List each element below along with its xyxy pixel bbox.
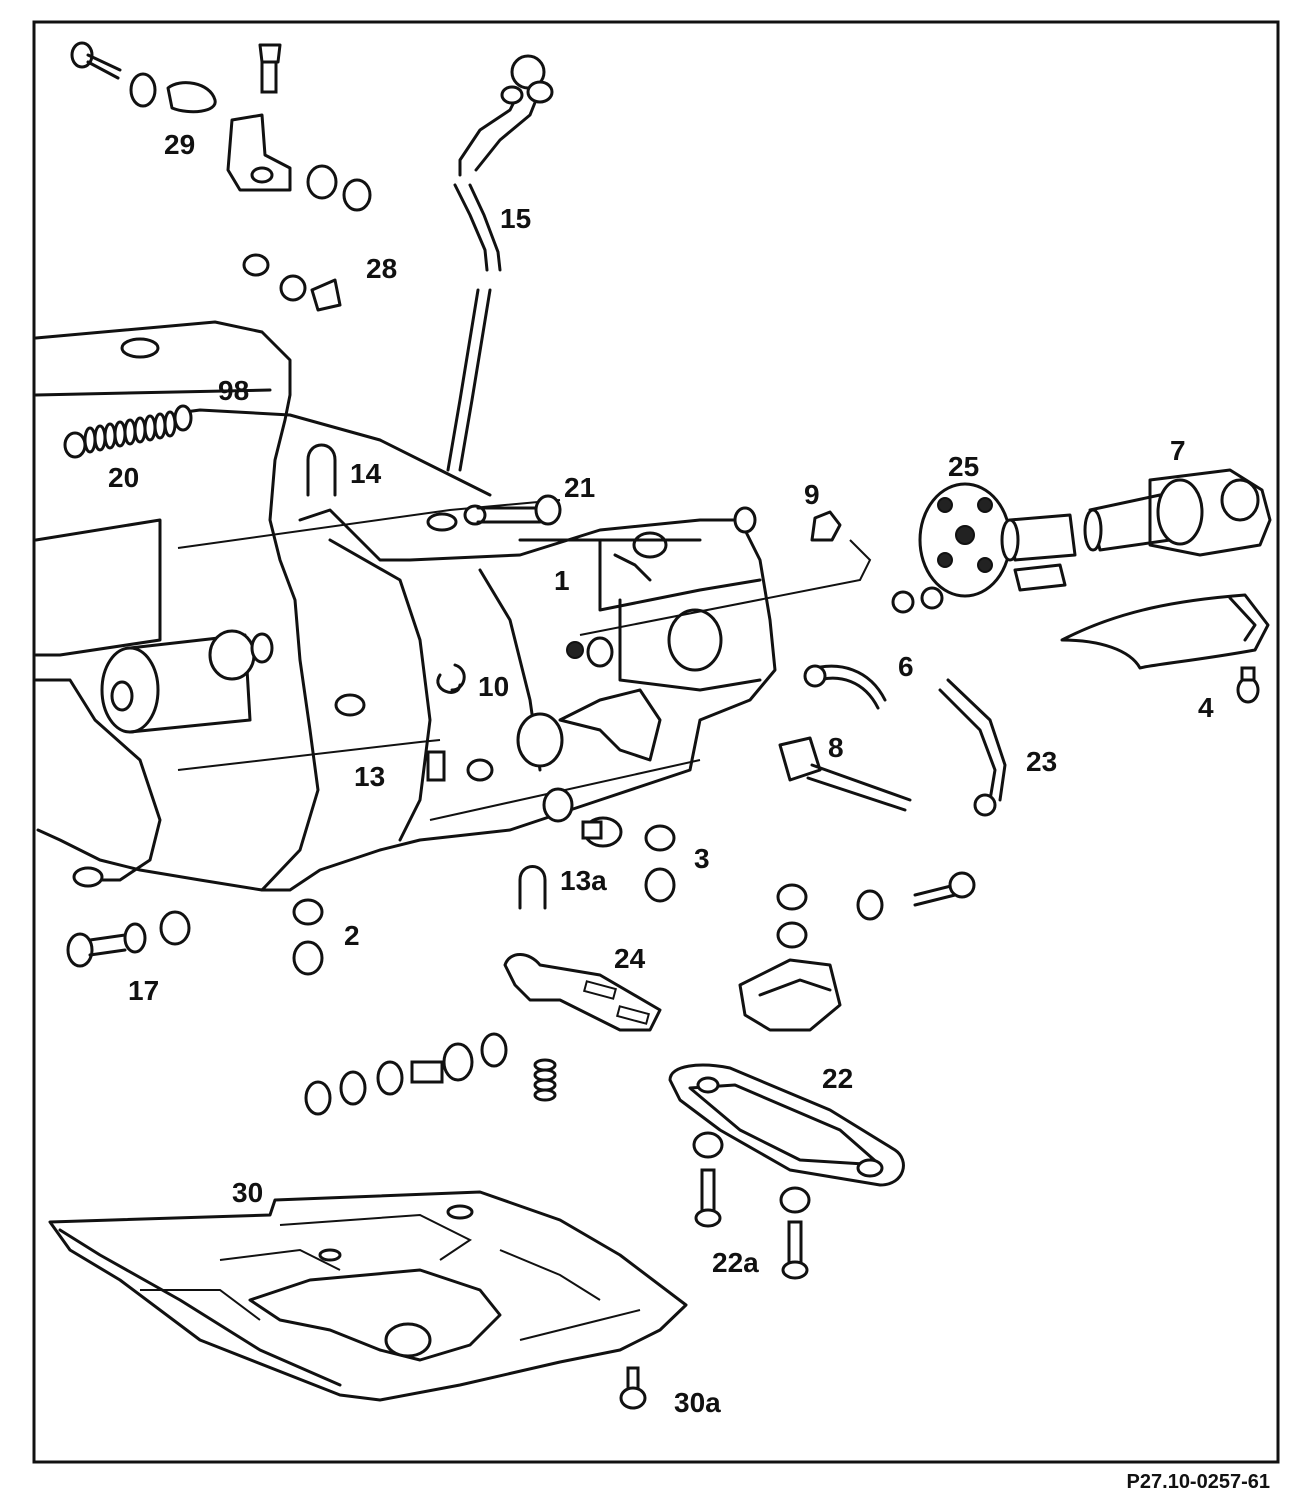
callout-23: 23: [1026, 746, 1057, 777]
rubber-mount: [542, 787, 676, 903]
callout-24: 24: [614, 943, 646, 974]
callout-13a: 13a: [560, 865, 607, 896]
callout-3: 3: [694, 843, 710, 874]
callout-10: 10: [478, 671, 509, 702]
callout-20: 20: [108, 462, 139, 493]
callout-22a: 22a: [712, 1247, 759, 1278]
callout-4: 4: [1198, 692, 1214, 723]
callout-7: 7: [1170, 435, 1186, 466]
engine-mount: [738, 871, 976, 1032]
throttle-cable: [63, 404, 492, 497]
callout-28: 28: [366, 253, 397, 284]
callout-2: 2: [344, 920, 360, 951]
callout-98: 98: [218, 375, 249, 406]
heat-shield: [1060, 593, 1270, 704]
small-bracket: [810, 510, 842, 542]
rubber-mount: [292, 898, 324, 926]
u-clip: [306, 443, 337, 497]
diagram-frame: [32, 20, 1280, 1464]
hose: [946, 678, 1007, 802]
underbody-panel: [48, 1190, 688, 1402]
callout-15: 15: [500, 203, 531, 234]
callout-17: 17: [128, 975, 159, 1006]
hose-fitting: [803, 664, 827, 688]
bolt-with-washer: [692, 1131, 724, 1228]
callout-14: 14: [350, 458, 382, 489]
callout-30: 30: [232, 1177, 263, 1208]
callout-1: 1: [554, 565, 570, 596]
callout-21: 21: [564, 472, 595, 503]
crossmember: [668, 1063, 905, 1187]
washer-stack: [304, 1032, 508, 1116]
engine-block: [34, 320, 320, 892]
callout-6: 6: [898, 651, 914, 682]
mounting-bracket: [503, 953, 662, 1032]
bolt: [463, 494, 562, 526]
rubber-mount: [292, 940, 324, 976]
probe: [778, 736, 912, 812]
hose: [938, 688, 997, 802]
bolt-with-washer: [779, 1186, 811, 1280]
flexible-coupling: [891, 482, 1067, 614]
callout-29: 29: [164, 129, 195, 160]
clip-assembly: [242, 253, 342, 312]
callout-8: 8: [828, 732, 844, 763]
bracket-assembly: [70, 41, 372, 212]
hose-fitting: [973, 793, 997, 817]
u-clip: [518, 865, 547, 910]
callout-30a: 30a: [674, 1387, 721, 1418]
transmission-housing: [260, 506, 777, 892]
callout-22: 22: [822, 1063, 853, 1094]
callout-25: 25: [948, 451, 979, 482]
propeller-shaft: [1000, 468, 1272, 562]
spring: [533, 1058, 557, 1102]
bolt-with-washers: [66, 910, 191, 968]
linkage-rod: [177, 499, 561, 549]
bracket-slot: [582, 980, 618, 1000]
bracket-slot: [615, 1005, 651, 1025]
retaining-clip: [436, 663, 466, 694]
callout-13: 13: [354, 761, 385, 792]
figure-reference-code: P27.10-0257-61: [1127, 1471, 1270, 1493]
panel-screw: [619, 1366, 647, 1410]
dipstick-tube: [446, 54, 554, 472]
linkage-rod: [177, 739, 441, 771]
shift-rod: [579, 539, 872, 636]
callout-9: 9: [804, 479, 820, 510]
